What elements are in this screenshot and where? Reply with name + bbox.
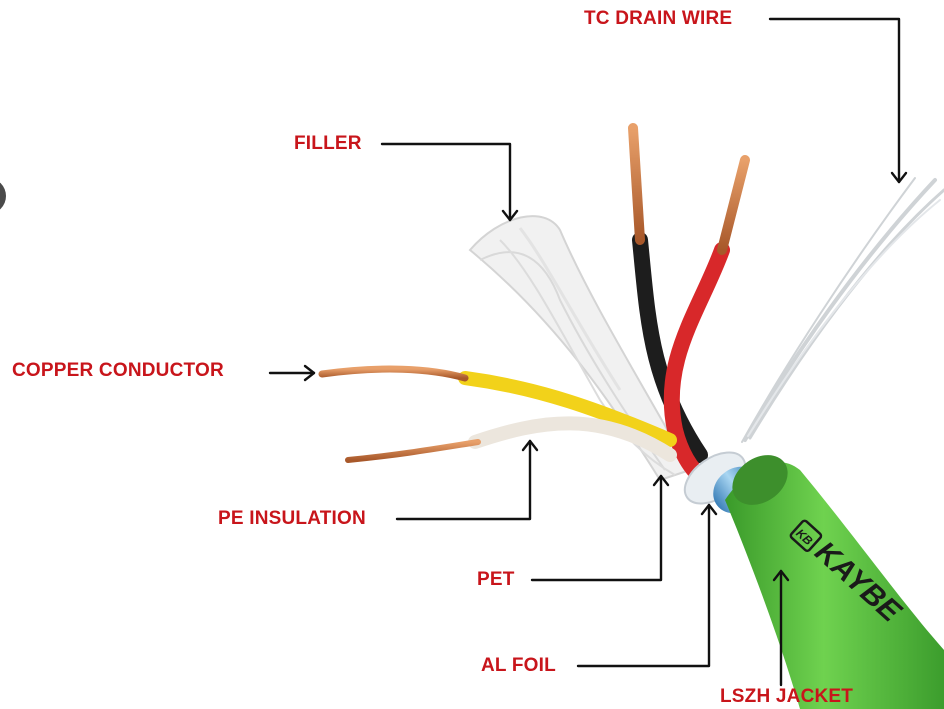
leader-lines [268, 17, 908, 687]
arrow-copper-conductor [303, 364, 316, 382]
label-pe-insulation: PE INSULATION [218, 508, 366, 529]
lszh-jacket-end [732, 455, 788, 505]
arrow-lszh-jacket [772, 569, 790, 582]
red-conductor-copper-tip [717, 155, 750, 255]
label-copper-conductor: COPPER CONDUCTOR [12, 360, 224, 381]
arrow-al-foil [700, 503, 718, 516]
label-filler: FILLER [294, 133, 362, 154]
yellow-conductor-copper [318, 365, 469, 382]
kb-logo-box [789, 519, 823, 553]
label-al-foil: AL FOIL [481, 655, 556, 676]
black-conductor [632, 232, 708, 463]
leader-al-foil [576, 503, 711, 668]
filler-fibres [468, 215, 692, 482]
arrow-tc-drain-wire [890, 171, 908, 184]
black-conductor-copper-tip [628, 123, 645, 245]
edge-circle [0, 182, 6, 210]
leader-pe-insulation [395, 439, 532, 521]
red-conductor [663, 242, 730, 488]
tc-drain-wire [741, 177, 944, 443]
label-pet: PET [477, 569, 515, 590]
arrow-filler [501, 209, 519, 222]
white-conductor-copper [345, 439, 481, 463]
arrow-pe-insulation [521, 439, 539, 452]
arrow-pet [652, 474, 670, 487]
lszh-jacket-body [725, 461, 944, 709]
label-tc-drain-wire: TC DRAIN WIRE [584, 8, 733, 29]
white-conductor [468, 416, 677, 462]
leader-pet [530, 474, 663, 582]
leader-tc-drain-wire [768, 17, 901, 184]
leader-filler [380, 142, 512, 222]
label-lszh-jacket: LSZH JACKET [720, 686, 854, 707]
yellow-conductor [458, 371, 677, 447]
